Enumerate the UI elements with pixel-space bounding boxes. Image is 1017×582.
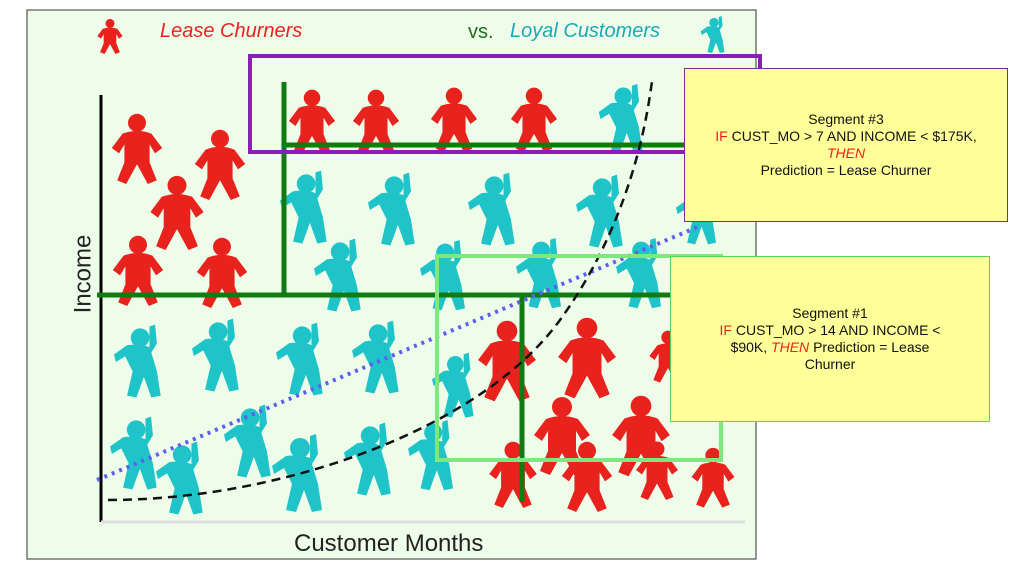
curved-boundary (107, 81, 654, 502)
segment3-callout: Segment #3 IF CUST_MO > 7 AND INCOME < $… (684, 68, 1008, 222)
segment1-condition-b: $90K, (730, 339, 768, 355)
lease-churners-label: Lease Churners (160, 20, 303, 42)
segment1-callout: Segment #1 IF CUST_MO > 14 AND INCOME < … (670, 256, 990, 422)
segment1-title: Segment #1 (792, 305, 868, 321)
segment1-then: THEN (771, 339, 810, 355)
segment3-prediction: Prediction = Lease Churner (760, 162, 932, 178)
loyal-customers-label: Loyal Customers (510, 20, 661, 42)
segment1-condition-a: CUST_MO > 14 AND INCOME < (735, 322, 941, 338)
segment1-prediction-a: Prediction = Lease (813, 339, 930, 355)
y-axis-label: Income (69, 234, 97, 314)
segment1-rule-line2: $90K, THEN Prediction = Lease (731, 339, 930, 356)
linear-boundary (96, 224, 701, 482)
x-axis-label: Customer Months (294, 530, 484, 557)
segment1-rule: IF CUST_MO > 14 AND INCOME < (720, 322, 941, 339)
segment3-if: IF (715, 128, 728, 144)
segment3-condition: CUST_MO > 7 AND INCOME < $175K, (731, 128, 977, 144)
segment3-then: THEN (826, 145, 866, 161)
segment1-if: IF (719, 322, 732, 338)
segment3-title: Segment #3 (808, 111, 884, 127)
segment3-rule: IF CUST_MO > 7 AND INCOME < $175K, (715, 128, 976, 145)
segment1-prediction-b: Churner (804, 356, 856, 372)
vs-label: vs. (468, 21, 494, 43)
